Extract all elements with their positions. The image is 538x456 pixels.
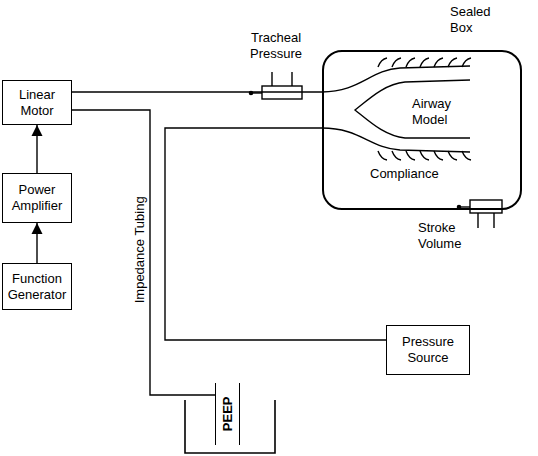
signal-arrow	[36, 125, 37, 173]
node-text: PEEP	[220, 397, 236, 432]
edge-label: Impedance Tubing	[131, 195, 147, 306]
tubing-line	[165, 128, 386, 340]
node-text: Power Amplifier	[6, 182, 68, 213]
transducer-label: Tracheal Pressure	[240, 30, 312, 61]
transducer-label: Stroke Volume	[418, 220, 474, 251]
airway-wall	[322, 66, 470, 92]
motor-box: Linear Motor	[2, 80, 72, 125]
node-text: Pressure Source	[390, 334, 466, 365]
node-text: Sealed Box	[450, 4, 502, 35]
generator-box: Function Generator	[2, 263, 72, 310]
part-label: Airway Model	[412, 96, 472, 127]
peep-tube: PEEP	[215, 383, 240, 445]
tubing-line	[72, 91, 322, 92]
source-box: Pressure Source	[386, 325, 470, 375]
sealed-box: Sealed Box	[322, 50, 522, 210]
signal-arrow	[36, 223, 37, 263]
volume-transducer	[470, 200, 502, 213]
node-text: Function Generator	[6, 271, 68, 302]
tubing-line	[72, 110, 215, 395]
airway-wall	[322, 128, 470, 152]
node-text: Linear Motor	[6, 87, 68, 118]
amplifier-box: Power Amplifier	[2, 173, 72, 223]
airway-twigs	[378, 58, 471, 160]
part-label: Compliance	[370, 166, 460, 182]
